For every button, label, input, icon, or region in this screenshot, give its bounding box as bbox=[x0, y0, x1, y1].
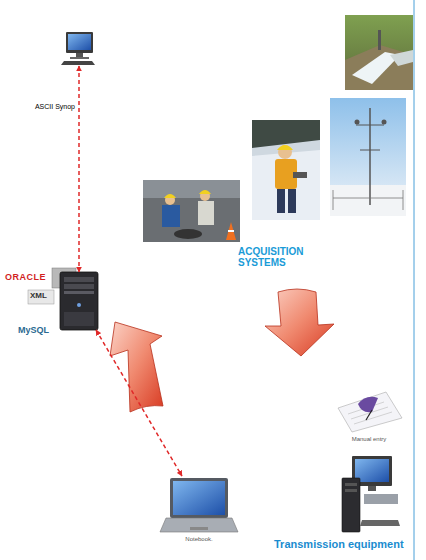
photo-weather-station bbox=[355, 120, 360, 125]
photo-workers bbox=[165, 195, 175, 205]
photo-workers bbox=[143, 180, 240, 242]
flow-arrow-up bbox=[110, 322, 163, 412]
server-icon bbox=[64, 277, 94, 282]
photo-weather-station bbox=[333, 190, 334, 210]
transmission-node: Transmission equipment bbox=[338, 452, 402, 536]
photo-workers bbox=[162, 205, 180, 227]
server-icon bbox=[60, 272, 98, 330]
desktop-icon bbox=[68, 34, 91, 50]
photo-water bbox=[378, 30, 381, 50]
icon-caption: Notebook. bbox=[158, 536, 240, 543]
photo-weather-station bbox=[356, 125, 384, 126]
dashed-connector bbox=[78, 66, 80, 272]
oracle-logo: ORACLE bbox=[5, 273, 46, 283]
mysql-logo: MySQL bbox=[18, 326, 49, 336]
photo-water bbox=[345, 45, 413, 90]
manual-entry-icon bbox=[358, 397, 378, 412]
dashed-connector bbox=[96, 330, 182, 476]
manual-entry-icon bbox=[338, 392, 402, 432]
notebook-icon bbox=[173, 481, 225, 515]
photo-workers bbox=[198, 201, 214, 225]
desktop-icon bbox=[66, 32, 93, 53]
flow-arrow-down bbox=[265, 289, 334, 356]
server-icon bbox=[28, 290, 54, 304]
notebook-node: Notebook. bbox=[158, 476, 240, 534]
photo-weather-station bbox=[403, 190, 404, 210]
manual-entry-icon bbox=[338, 392, 402, 432]
transmission-pc-icon bbox=[364, 494, 398, 504]
photo-workers bbox=[143, 180, 240, 198]
photo-workers bbox=[228, 230, 234, 232]
acquisition-node: ACQUISITION SYSTEMS bbox=[143, 14, 414, 272]
photo-person-snow bbox=[293, 172, 307, 178]
photo-person-snow bbox=[278, 145, 292, 159]
desktop-icon bbox=[61, 32, 95, 65]
notebook-icon bbox=[190, 527, 208, 530]
photo-workers bbox=[174, 229, 202, 239]
notebook-icon bbox=[160, 518, 238, 532]
server-node: ORACLEXMLMySQL bbox=[60, 272, 98, 330]
manual-entry-icon bbox=[354, 412, 392, 424]
photo-person-snow bbox=[277, 145, 293, 150]
photo-weather-station bbox=[330, 98, 406, 216]
photo-weather-station bbox=[382, 120, 387, 125]
icon-caption: Manual entry bbox=[335, 436, 403, 443]
photo-workers bbox=[200, 191, 210, 201]
server-icon bbox=[64, 291, 94, 294]
transmission-pc-icon bbox=[342, 456, 400, 532]
server-icon bbox=[64, 312, 94, 326]
desktop-icon bbox=[61, 61, 95, 65]
manual-entry-node: Manual entry bbox=[335, 388, 403, 436]
photo-water bbox=[345, 15, 413, 90]
photo-person-snow bbox=[288, 189, 296, 213]
photo-workers bbox=[143, 180, 240, 242]
photo-person-snow bbox=[252, 120, 320, 220]
flow-arrow-down bbox=[265, 289, 334, 356]
manual-entry-icon bbox=[366, 410, 372, 420]
transmission-pc-icon bbox=[345, 489, 357, 492]
photo-water bbox=[390, 50, 413, 66]
flow-arrow-up bbox=[110, 322, 163, 412]
desktop-icon bbox=[76, 53, 83, 57]
photo-workers bbox=[226, 222, 236, 240]
photo-workers bbox=[164, 194, 176, 198]
edge-label: ASCII Synop bbox=[35, 103, 75, 110]
transmission-pc-icon bbox=[342, 478, 360, 532]
desktop-icon bbox=[70, 57, 89, 59]
notebook-icon bbox=[160, 478, 238, 532]
photo-weather-station bbox=[360, 150, 380, 151]
xml-logo: XML bbox=[30, 292, 47, 301]
transmission-pc-icon bbox=[345, 483, 357, 486]
photo-weather-station bbox=[330, 185, 406, 216]
photo-person-snow bbox=[252, 120, 320, 220]
server-icon bbox=[64, 284, 94, 289]
photo-water bbox=[345, 15, 413, 90]
photo-weather-station bbox=[333, 198, 403, 199]
transmission-pc-icon bbox=[368, 486, 376, 491]
server-icon bbox=[77, 303, 81, 307]
photo-workers bbox=[199, 190, 211, 194]
icon-caption: Transmission equipment bbox=[274, 538, 404, 550]
photo-person-snow bbox=[277, 189, 285, 213]
photo-weather-station bbox=[369, 108, 371, 205]
transmission-pc-icon bbox=[360, 520, 400, 526]
group-label: ACQUISITION SYSTEMS bbox=[238, 246, 322, 268]
side-rule bbox=[414, 0, 415, 560]
notebook-icon bbox=[170, 478, 228, 518]
desktop-node bbox=[62, 30, 96, 66]
photo-weather-station bbox=[330, 98, 406, 216]
